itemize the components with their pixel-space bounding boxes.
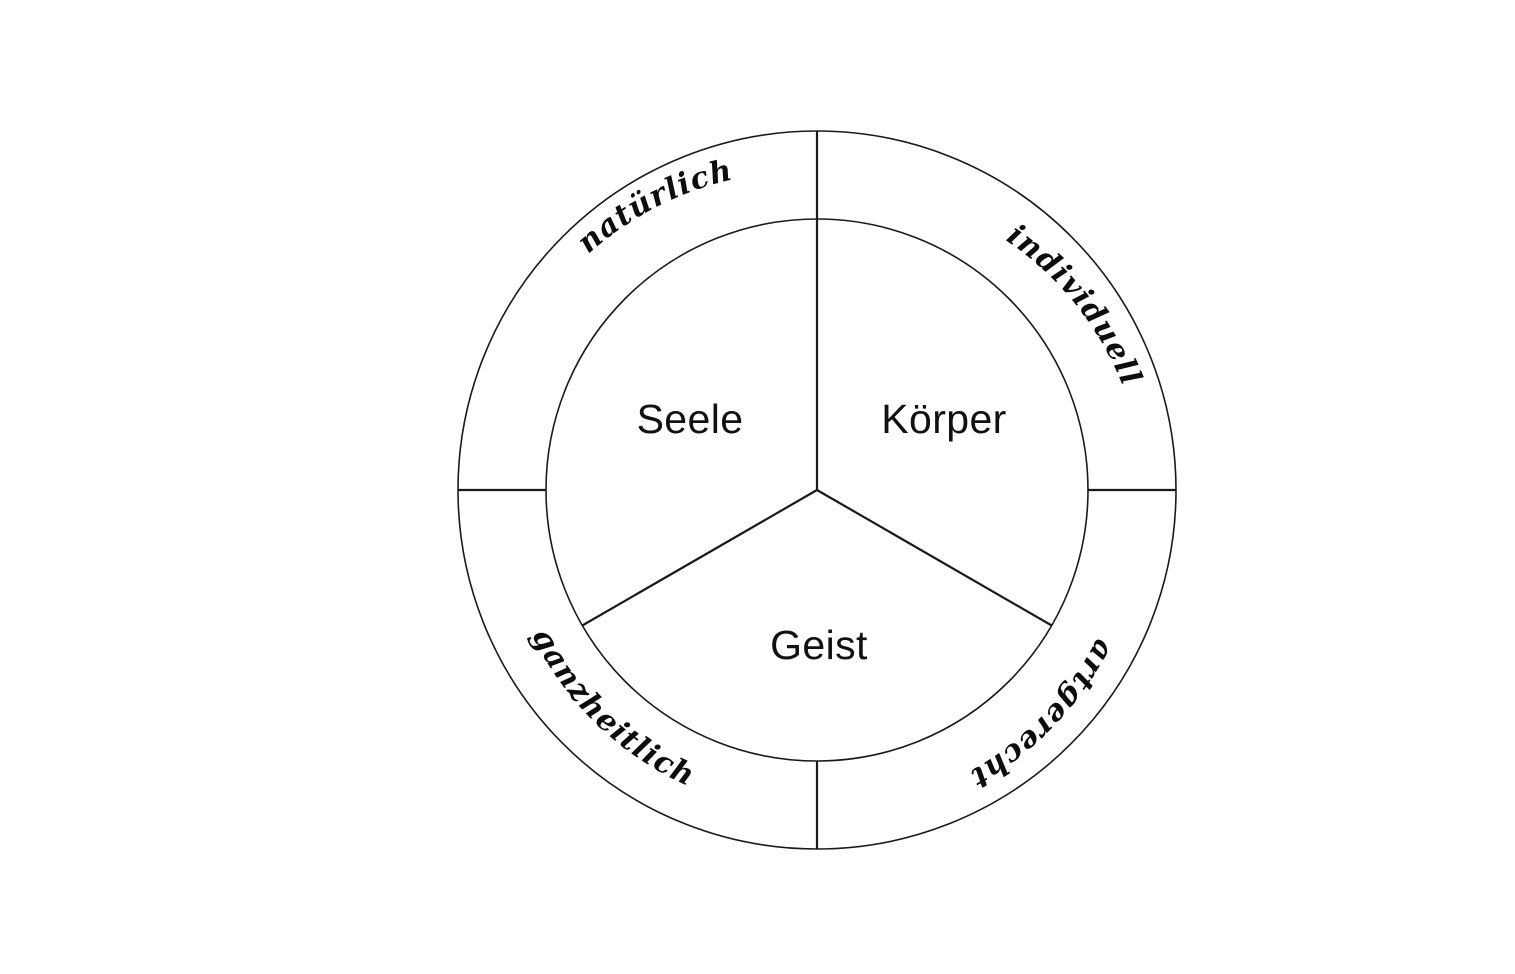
ring-label-ganzheitlich: ganzheitlich: [525, 622, 701, 794]
spoke-lower-left: [581, 489, 818, 627]
spoke-lower-right: [816, 489, 1053, 627]
core-label-seele: Seele: [637, 396, 744, 442]
ring-label-individuell: individuell: [1001, 218, 1149, 391]
core-label-geist: Geist: [770, 622, 868, 668]
core-label-koerper: Körper: [881, 396, 1006, 442]
